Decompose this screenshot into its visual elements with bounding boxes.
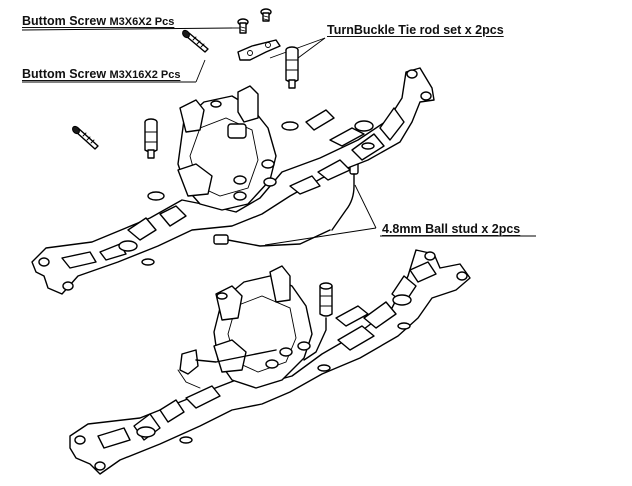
label-turnbuckle: TurnBuckle Tie rod set x 2pcs <box>327 23 504 37</box>
label-ball-stud: 4.8mm Ball stud x 2pcs <box>382 222 521 236</box>
label-long-screw: Buttom Screw M3X16X2 Pcs <box>22 67 180 82</box>
label-long-screw-prefix: Buttom Screw <box>22 67 110 81</box>
label-short-screw-prefix: Buttom Screw <box>22 14 110 28</box>
long-screw-left <box>72 125 99 150</box>
ball-stud-left <box>213 229 331 247</box>
label-short-screw: Buttom Screw M3X6X2 Pcs <box>22 14 174 29</box>
label-long-screw-size: M3X16X2 Pcs <box>109 69 181 81</box>
upper-arm-cutouts <box>38 69 432 291</box>
leader-lines <box>21 27 536 246</box>
turnbuckle-barrel-left <box>144 118 158 159</box>
short-screw-top <box>260 8 272 22</box>
long-screw-top <box>182 29 209 53</box>
lower-arm-cutouts <box>74 251 468 471</box>
lower-axle-assembly <box>69 249 471 475</box>
upper-axle-assembly <box>31 67 435 295</box>
short-screw-left <box>237 18 249 34</box>
turnbuckle-barrel-right <box>285 46 299 89</box>
loose-parts <box>72 8 359 247</box>
label-short-screw-size: M3X6X2 Pcs <box>109 16 175 28</box>
turnbuckle-bracket <box>237 39 281 61</box>
